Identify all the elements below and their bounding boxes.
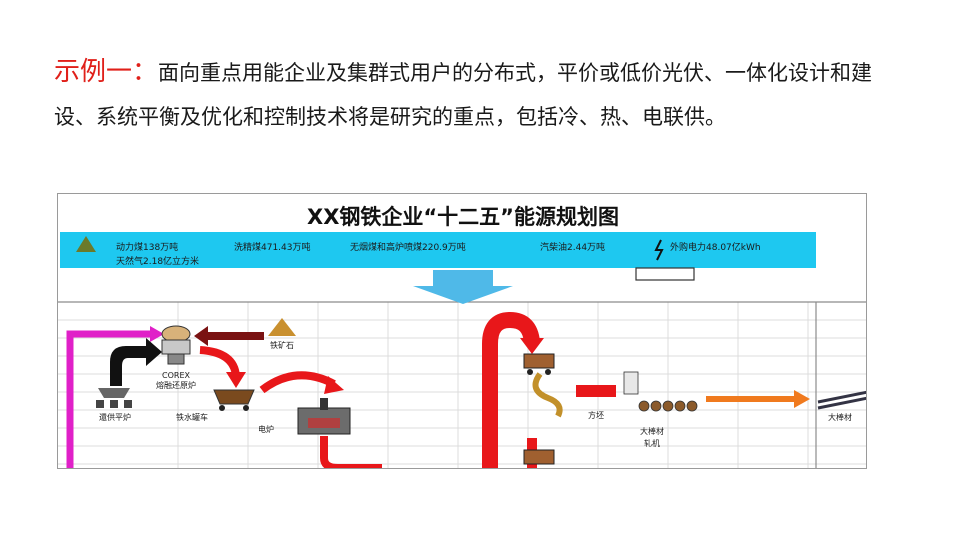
bar-product-icon: [817, 390, 866, 410]
black-arrow: [110, 338, 162, 386]
down-flow-arrow: [413, 270, 513, 304]
label-product: 大棒材: [828, 412, 852, 422]
billet-curve: [532, 372, 563, 418]
ore-feed-arrow: [194, 326, 264, 346]
red-arrow-2-head: [324, 376, 344, 394]
label-iron-ore: 铁矿石: [270, 340, 294, 350]
intro-paragraph: 示例一：面向重点用能企业及集群式用户的分布式，平价或低价光伏、一体化设计和建设、…: [54, 50, 904, 139]
lightning-icon: [654, 239, 664, 261]
corex-icon: [161, 325, 191, 365]
red-arrow-2: [259, 371, 336, 394]
banner-box: [635, 267, 695, 281]
diagram-title: XX钢铁企业“十二五”能源规划图: [307, 205, 619, 229]
input-banner: [60, 232, 816, 268]
grid-lines: [58, 301, 866, 468]
molten-iron-car-icon: [213, 389, 255, 411]
billet-flow-arrow: [576, 385, 616, 397]
label-mill-2: 轧机: [644, 438, 660, 448]
label-eaf: 电炉: [258, 424, 274, 434]
intro-body: 面向重点用能企业及集群式用户的分布式，平价或低价光伏、一体化设计和建设、系统平衡…: [54, 61, 873, 129]
magenta-feed-line: [66, 330, 150, 468]
eaf-icon: [297, 398, 351, 435]
coal-pile-icon: [76, 236, 96, 252]
input-anthracite: 无烟煤和高炉喷煤220.9万吨: [350, 241, 466, 253]
red-arrow-3: [320, 436, 382, 468]
energy-plan-figure: XX钢铁企业“十二五”能源规划图 动力煤138万吨 天然气2.18亿立方米 洗精…: [57, 193, 867, 469]
label-corex-en: COREX: [162, 371, 190, 380]
magenta-arrow-head: [150, 326, 164, 342]
intro-lead: 示例一：: [54, 57, 159, 87]
input-gas: 天然气2.18亿立方米: [116, 255, 199, 267]
red-loop-head: [520, 338, 544, 354]
label-corex-cn: 熔融还原炉: [156, 380, 196, 390]
ore-pile-icon: [268, 318, 296, 336]
label-molten-car: 铁水罐车: [176, 412, 208, 422]
label-billet: 方坯: [588, 410, 604, 420]
label-mill-1: 大棒材: [640, 426, 664, 436]
input-diesel: 汽柴油2.44万吨: [540, 241, 605, 253]
input-power: 外购电力48.07亿kWh: [670, 241, 761, 253]
red-arrow-1-head: [226, 372, 246, 388]
red-loop-arrow: [482, 311, 540, 468]
rolling-mill-icon: [623, 371, 698, 412]
label-furnace: 還供平炉: [99, 412, 131, 422]
product-flow-arrow: [706, 390, 810, 408]
input-coal: 动力煤138万吨: [116, 241, 178, 253]
energy-plan-diagram: XX钢铁企业“十二五”能源规划图 动力煤138万吨 天然气2.18亿立方米 洗精…: [58, 205, 866, 468]
caster-icon-lower: [523, 449, 555, 465]
input-washed-coal: 洗精煤471.43万吨: [234, 241, 311, 253]
caster-icon-upper: [523, 353, 555, 375]
furnace-icon: [96, 388, 132, 408]
